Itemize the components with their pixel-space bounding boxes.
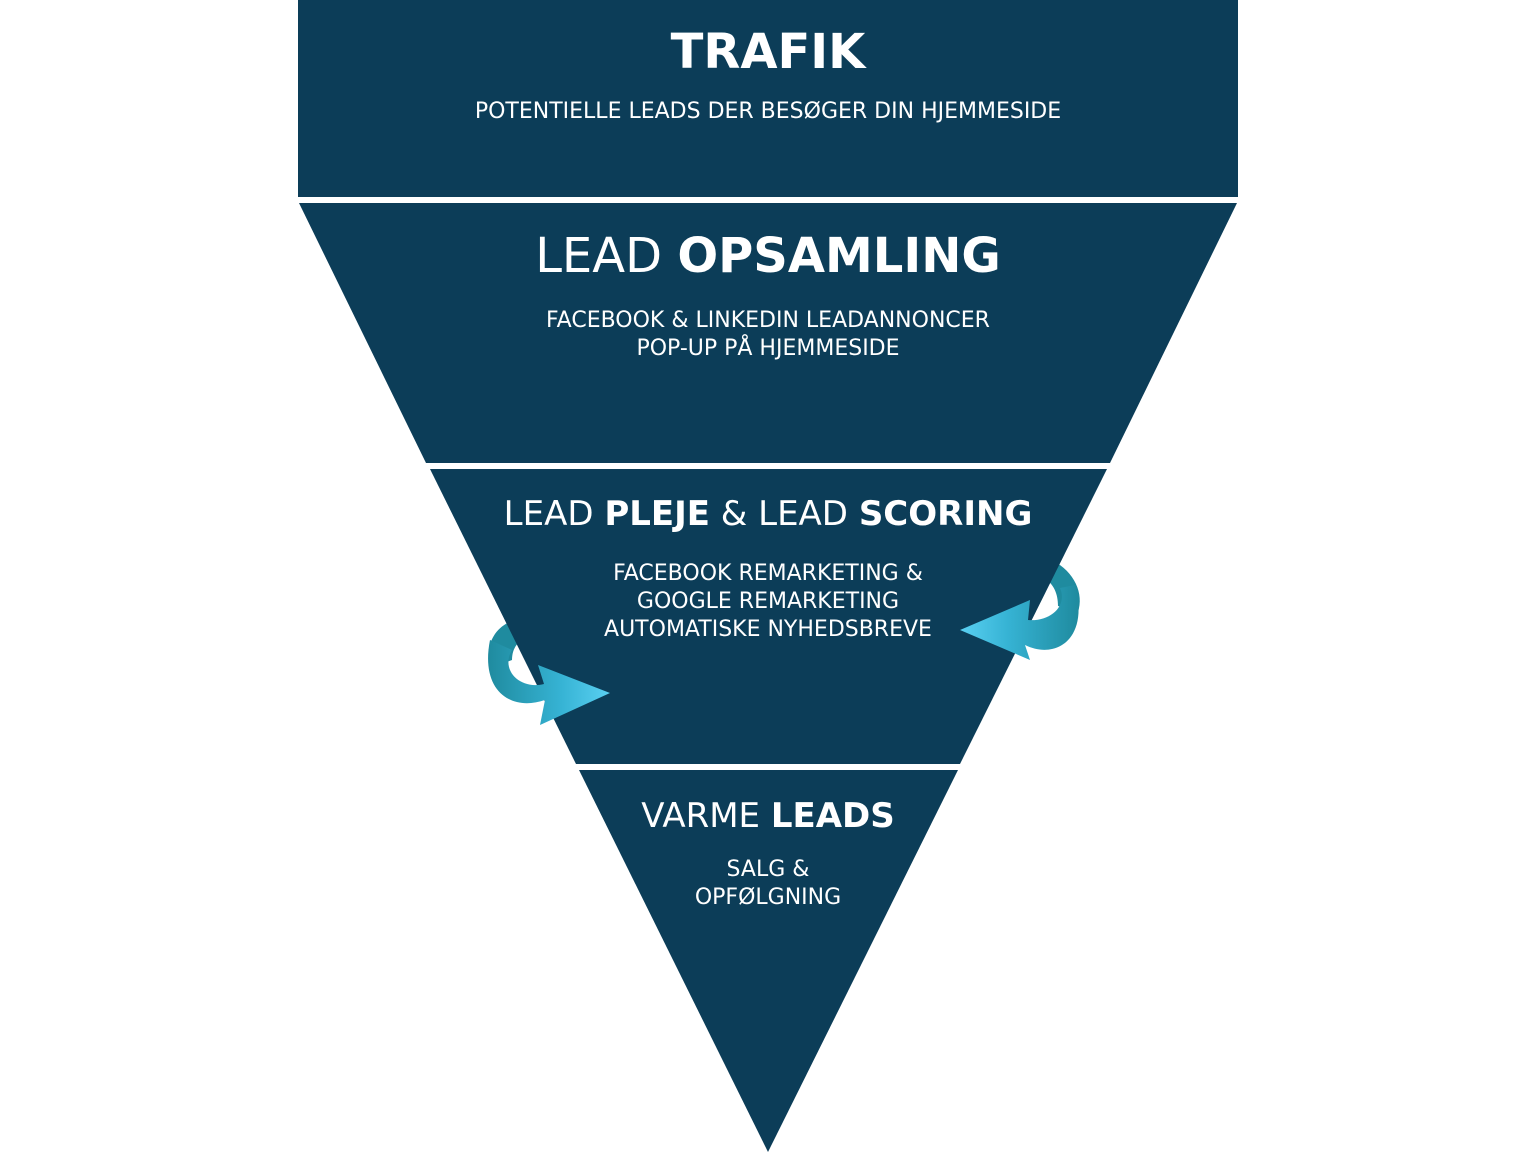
- stage-lead-opsamling-title-bold: OPSAMLING: [677, 228, 1001, 284]
- stage-lead-pleje-title-part: PLEJE: [604, 494, 710, 534]
- stage-lead-pleje-title: LEAD PLEJE & LEAD SCORING: [0, 492, 1536, 536]
- stage-lead-opsamling-subtitle: FACEBOOK & LINKEDIN LEADANNONCER POP-UP …: [0, 307, 1536, 363]
- stage-varme-leads-line: SALG &: [726, 857, 810, 882]
- stage-lead-pleje-title-part: LEAD: [503, 494, 605, 534]
- stage-varme-leads-shape: [579, 770, 958, 1152]
- curved-arrow-right-icon: [488, 640, 610, 725]
- stage-trafik-shape: [298, 0, 1238, 197]
- stage-lead-pleje-subtitle: FACEBOOK REMARKETING & GOOGLE REMARKETIN…: [0, 560, 1536, 644]
- stage-varme-leads-subtitle: SALG & OPFØLGNING: [0, 856, 1536, 912]
- curved-arrow-left-icon: [960, 585, 1079, 660]
- stage-lead-pleje-title-part: & LEAD: [710, 494, 859, 534]
- stage-lead-pleje-line: FACEBOOK REMARKETING &: [613, 561, 923, 586]
- stage-lead-pleje-line: AUTOMATISKE NYHEDSBREVE: [604, 617, 932, 642]
- stage-lead-opsamling-title-light: LEAD: [535, 228, 678, 284]
- stage-trafik-title-bold: TRAFIK: [670, 24, 866, 80]
- stage-trafik-line: POTENTIELLE LEADS DER BESØGER DIN HJEMME…: [474, 99, 1062, 124]
- stage-trafik-title: TRAFIK: [0, 22, 1536, 82]
- stage-varme-leads-title-light: VARME: [641, 796, 771, 836]
- stage-lead-pleje-line: GOOGLE REMARKETING: [636, 589, 900, 614]
- stage-varme-leads-title: VARME LEADS: [0, 794, 1536, 838]
- stage-lead-pleje-title-part: SCORING: [858, 494, 1033, 534]
- stage-varme-leads-line: OPFØLGNING: [694, 885, 842, 910]
- stage-lead-opsamling-shape: [299, 203, 1237, 463]
- stage-varme-leads-title-bold: LEADS: [770, 796, 895, 836]
- stage-lead-opsamling-line: FACEBOOK & LINKEDIN LEADANNONCER: [546, 308, 990, 333]
- stage-lead-opsamling-title: LEAD OPSAMLING: [0, 226, 1536, 286]
- stage-lead-opsamling-line: POP-UP PÅ HJEMMESIDE: [636, 336, 900, 361]
- stage-trafik-subtitle: POTENTIELLE LEADS DER BESØGER DIN HJEMME…: [0, 98, 1536, 126]
